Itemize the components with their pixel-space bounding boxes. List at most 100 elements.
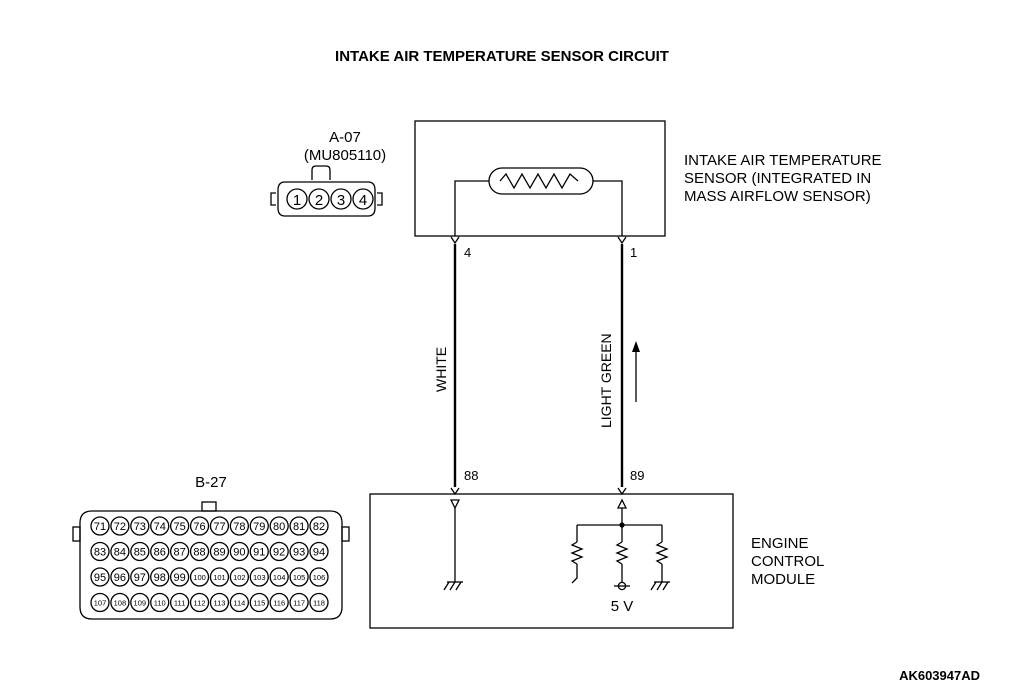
ecm-box xyxy=(369,493,734,629)
connector-b27-pin: 86 xyxy=(154,547,166,559)
ecm-voltage-label: 5 V xyxy=(611,598,634,615)
connector-b27-pin: 75 xyxy=(174,521,186,533)
connector-b27-tab xyxy=(72,526,81,542)
ecm-pin-right: 89 xyxy=(630,468,644,483)
connector-b27-pin: 87 xyxy=(174,547,186,559)
connector-b27-pin: 110 xyxy=(154,598,166,607)
ecm-label-line: ENGINE xyxy=(751,535,809,552)
connector-b27-pin: 104 xyxy=(273,573,286,582)
ecm-pin-left: 88 xyxy=(464,468,478,483)
connector-a07-pin-cell xyxy=(330,188,352,210)
connector-a07-pin: 4 xyxy=(359,192,367,209)
connector-b27-pin: 84 xyxy=(114,547,126,559)
sensor-pin-left: 4 xyxy=(464,245,471,260)
connector-b27-pin: 94 xyxy=(313,547,325,559)
connector-b27-pin: 107 xyxy=(94,598,107,607)
connector-b27-pin-cell xyxy=(309,592,329,613)
connector-b27-pin-cell xyxy=(90,567,110,587)
terminal-triangle-icon xyxy=(449,499,461,510)
sensor-module: 4 1 INTAKE AIR TEMPERATURE SENSOR (INTEG… xyxy=(414,120,882,260)
connector-b27-pin: 115 xyxy=(253,598,265,607)
connector-b27-pin-cell xyxy=(289,541,309,562)
connector-a07-id: A-07 xyxy=(329,129,361,146)
connector-b27-pin-cell xyxy=(269,541,289,562)
connector-b27-pin: 112 xyxy=(194,598,206,607)
connector-b27-pin: 98 xyxy=(154,572,166,584)
connector-b27-pin: 108 xyxy=(114,598,127,607)
connector-b27-pin-cell xyxy=(229,541,250,562)
connector-b27-pin-cell xyxy=(229,592,250,613)
connector-b27-pin-cell xyxy=(169,541,190,562)
connector-b27-pin: 100 xyxy=(193,573,206,582)
connector-b27-pin: 116 xyxy=(273,598,285,607)
connector-a07-pin: 1 xyxy=(293,192,301,209)
connector-b27-pin-cell xyxy=(130,516,150,536)
connector-b27-pin: 118 xyxy=(313,598,325,607)
figure-code: AK603947AD xyxy=(899,668,980,683)
connector-b27-pin-cell xyxy=(229,516,250,536)
connector-b27-pin: 76 xyxy=(193,521,205,533)
connector-b27-tab xyxy=(341,526,350,542)
connector-b27-pin-cell xyxy=(269,592,289,613)
connector-b27-pin-cell xyxy=(289,516,309,536)
connector-b27-pin: 117 xyxy=(293,598,305,607)
connector-b27-pin-cell xyxy=(209,567,230,587)
connector-a07-pin: 3 xyxy=(337,192,345,209)
connector-b27-pin: 95 xyxy=(94,572,106,584)
connector-b27-pin: 88 xyxy=(193,547,205,559)
connector-b27-pin-cell xyxy=(209,516,230,536)
connector-b27-pin: 77 xyxy=(213,521,225,533)
connector-b27-pin: 73 xyxy=(134,521,146,533)
connector-b27-pin: 78 xyxy=(233,521,245,533)
connector-b27-pin: 74 xyxy=(154,521,166,533)
harness-wires: WHITE LIGHT GREEN 88 89 xyxy=(433,244,644,496)
connector-b27-pin: 80 xyxy=(273,521,285,533)
sensor-internal-wire-left xyxy=(454,180,489,236)
ecm-module: 5 V ENGINE CONTROL MODULE xyxy=(369,493,824,629)
ground-hatch-icon xyxy=(650,581,669,591)
connector-b27-pin: 113 xyxy=(213,598,225,607)
sensor-box xyxy=(414,120,666,237)
pin-marker-icon xyxy=(450,487,460,496)
connector-b27-pin-cell xyxy=(269,567,289,587)
connector-b27-pin: 101 xyxy=(213,573,226,582)
sensor-label-line: MASS AIRFLOW SENSOR) xyxy=(684,188,871,205)
connector-b27-body xyxy=(79,510,343,620)
sensor-internal-wire-right xyxy=(593,180,623,236)
ecm-branch-wire xyxy=(571,564,578,584)
connector-b27-pin: 102 xyxy=(233,573,246,582)
sensor-pin-right: 1 xyxy=(630,245,637,260)
connector-b27-pin-cell xyxy=(249,541,269,562)
ground-hatch-icon xyxy=(443,581,462,591)
connector-b27-pin-cell xyxy=(269,516,289,536)
connector-b27-pin-cell xyxy=(90,592,110,613)
connector-b27-pin-cell xyxy=(169,592,190,613)
connector-b27-pin: 111 xyxy=(174,598,185,607)
wire-right-color-label: LIGHT GREEN xyxy=(598,333,614,428)
connector-b27-latch xyxy=(201,501,217,512)
arrow-head-icon xyxy=(632,341,640,352)
connector-b27-pin-cell xyxy=(289,567,309,587)
diagram-title: INTAKE AIR TEMPERATURE SENSOR CIRCUIT xyxy=(335,48,669,65)
resistor-zigzag-icon xyxy=(499,172,579,190)
connector-a07: A-07 (MU805110) 1 2 3 4 xyxy=(270,129,386,217)
connector-b27-pin: 83 xyxy=(94,547,106,559)
connector-a07-pin-cell xyxy=(352,188,374,210)
connector-b27-pin: 89 xyxy=(213,547,225,559)
sensor-label-line: SENSOR (INTEGRATED IN xyxy=(684,170,871,187)
connector-b27-pin-cell xyxy=(309,567,329,587)
connector-b27-pin-cell xyxy=(249,516,269,536)
connector-b27-pin-cell xyxy=(169,516,190,536)
connector-b27-pin-cell xyxy=(150,516,170,536)
resistor-icon xyxy=(570,541,584,565)
connector-b27-pin-cell xyxy=(189,516,210,536)
connector-b27-pin: 82 xyxy=(313,521,325,533)
connector-b27-pin: 71 xyxy=(94,521,106,533)
connector-b27-pin: 90 xyxy=(233,547,245,559)
connector-b27-pin-cell xyxy=(110,592,130,613)
connector-b27-pin-cell xyxy=(90,516,110,536)
connector-b27-pin: 79 xyxy=(253,521,265,533)
connector-b27-pin: 109 xyxy=(134,598,147,607)
